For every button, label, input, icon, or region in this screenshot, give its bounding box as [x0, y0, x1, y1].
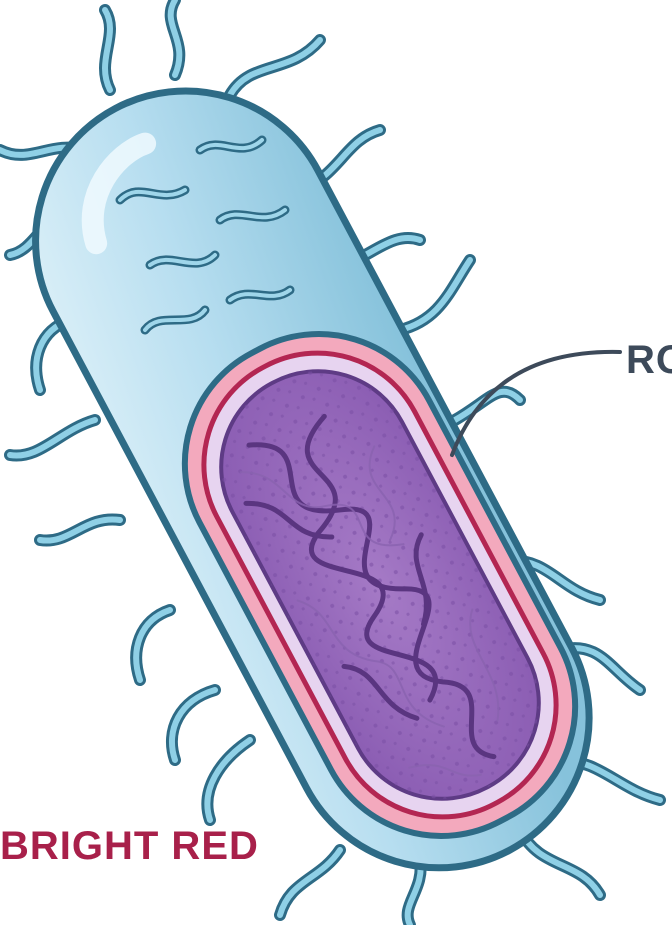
- stain-label: BRIGHT RED: [0, 824, 259, 869]
- shape-label: RO: [626, 338, 672, 383]
